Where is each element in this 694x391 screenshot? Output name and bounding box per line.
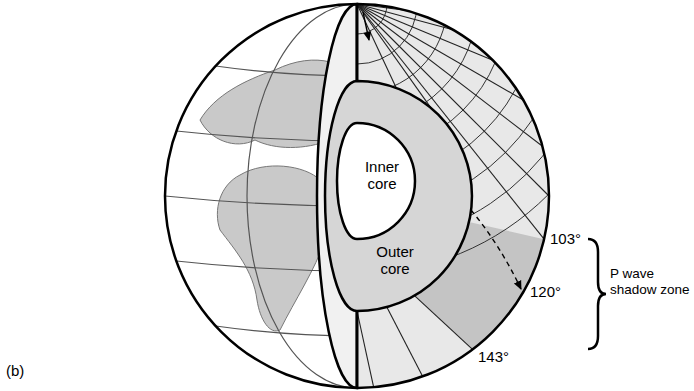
globe-fill bbox=[165, 4, 549, 388]
ray bbox=[357, 4, 453, 30]
globe-surface bbox=[165, 4, 549, 388]
region-shape bbox=[337, 123, 415, 239]
region-name: Inner core bbox=[353, 158, 411, 193]
angle-label: 120° bbox=[530, 283, 561, 300]
panel-label: (b) bbox=[6, 362, 24, 379]
ray bbox=[357, 4, 396, 88]
outer-core-region: Outer core Inner core bbox=[325, 81, 472, 311]
inner-core-region: Inner core bbox=[337, 123, 415, 239]
region-name: Outer core bbox=[363, 243, 427, 278]
zone-label: P wave shadow zone bbox=[610, 266, 692, 297]
globe-outline bbox=[165, 4, 549, 388]
ray bbox=[415, 296, 473, 350]
continent bbox=[217, 166, 325, 331]
ray-arrow bbox=[363, 12, 369, 40]
continent bbox=[200, 60, 330, 147]
dashed-ray-arrow bbox=[471, 210, 521, 289]
angle-label: 103° bbox=[550, 230, 581, 247]
ray bbox=[387, 307, 423, 376]
region-shape bbox=[325, 81, 472, 311]
ray bbox=[357, 311, 374, 387]
angle-label: 143° bbox=[478, 348, 509, 365]
bracket bbox=[588, 239, 606, 349]
globe-group bbox=[87, 0, 627, 388]
